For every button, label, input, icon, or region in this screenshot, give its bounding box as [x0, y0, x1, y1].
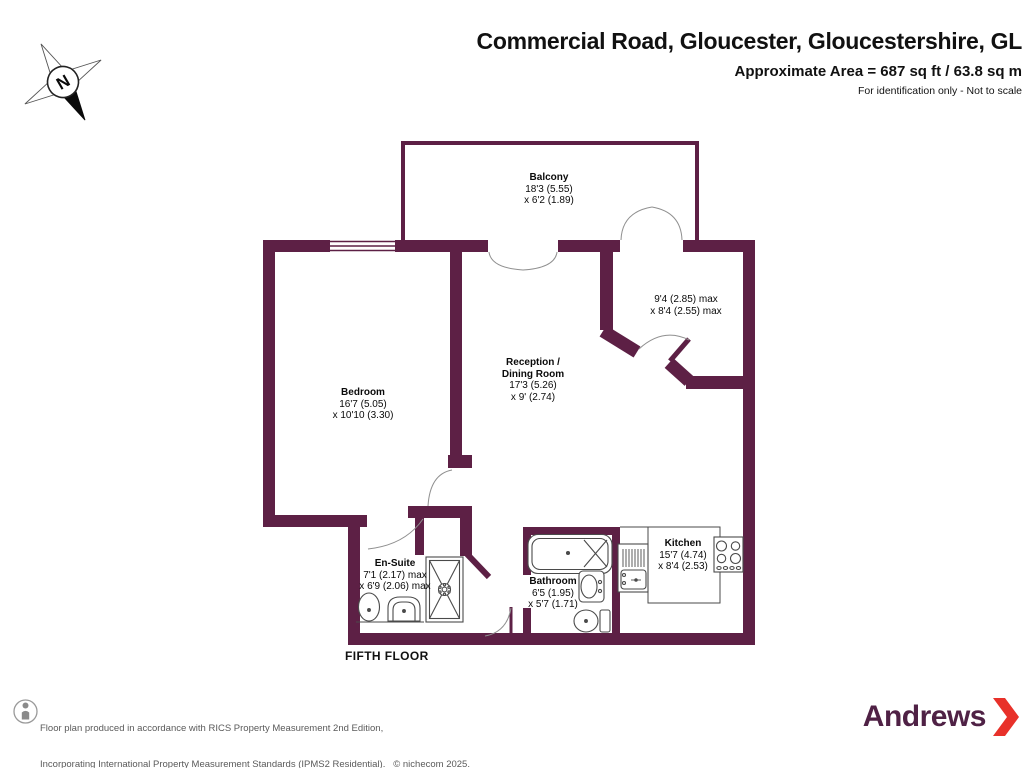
kitchen-sink-icon [617, 543, 649, 593]
room-label-balcony: Balcony 18'3 (5.55) x 6'2 (1.89) [524, 172, 574, 206]
room-label-reception: Reception / Dining Room 17'3 (5.26) x 9'… [501, 357, 565, 403]
hob-icon [713, 536, 744, 573]
window-icon [330, 240, 395, 252]
shower-icon [425, 556, 464, 623]
bath-icon [527, 533, 613, 575]
ensuite-sink-icon [387, 596, 421, 622]
page-title: Commercial Road, Gloucester, Gloucesters… [476, 28, 1023, 54]
approximate-area: Approximate Area = 687 sq ft / 63.8 sq m [734, 63, 1022, 80]
room-label-bedroom: Bedroom 16'7 (5.05) x 10'10 (3.30) [332, 387, 394, 421]
door-leaves [464, 337, 691, 637]
floor-level-label: FIFTH FLOOR [345, 649, 429, 663]
room-label-ensuite: En-Suite 7'1 (2.17) max x 6'9 (2.06) max [359, 558, 431, 592]
andrews-arrow-icon [993, 698, 1019, 736]
nichecom-person-icon [13, 699, 38, 724]
balcony-walls [401, 141, 699, 240]
room-label-bathroom: Bathroom 6'5 (1.95) x 5'7 (1.71) [528, 576, 578, 610]
room-label-kitchen: Kitchen 15'7 (4.74) x 8'4 (2.53) [658, 538, 708, 572]
footer-legal-text: Floor plan produced in accordance with R… [40, 723, 470, 768]
bathroom-sink-icon [578, 570, 605, 603]
room-label-hall: 9'4 (2.85) max x 8'4 (2.55) max [650, 294, 722, 317]
andrews-logo: Andrews [863, 697, 1020, 737]
door-arcs [367, 206, 690, 637]
diagonal-walls [599, 325, 694, 386]
bathroom-toilet-icon [573, 609, 611, 633]
ensuite-toilet-icon [357, 592, 381, 622]
disclaimer: For identification only - Not to scale [858, 85, 1022, 97]
andrews-logo-text: Andrews [862, 700, 987, 733]
compass-north-icon: N [24, 43, 102, 121]
walls [263, 240, 755, 645]
